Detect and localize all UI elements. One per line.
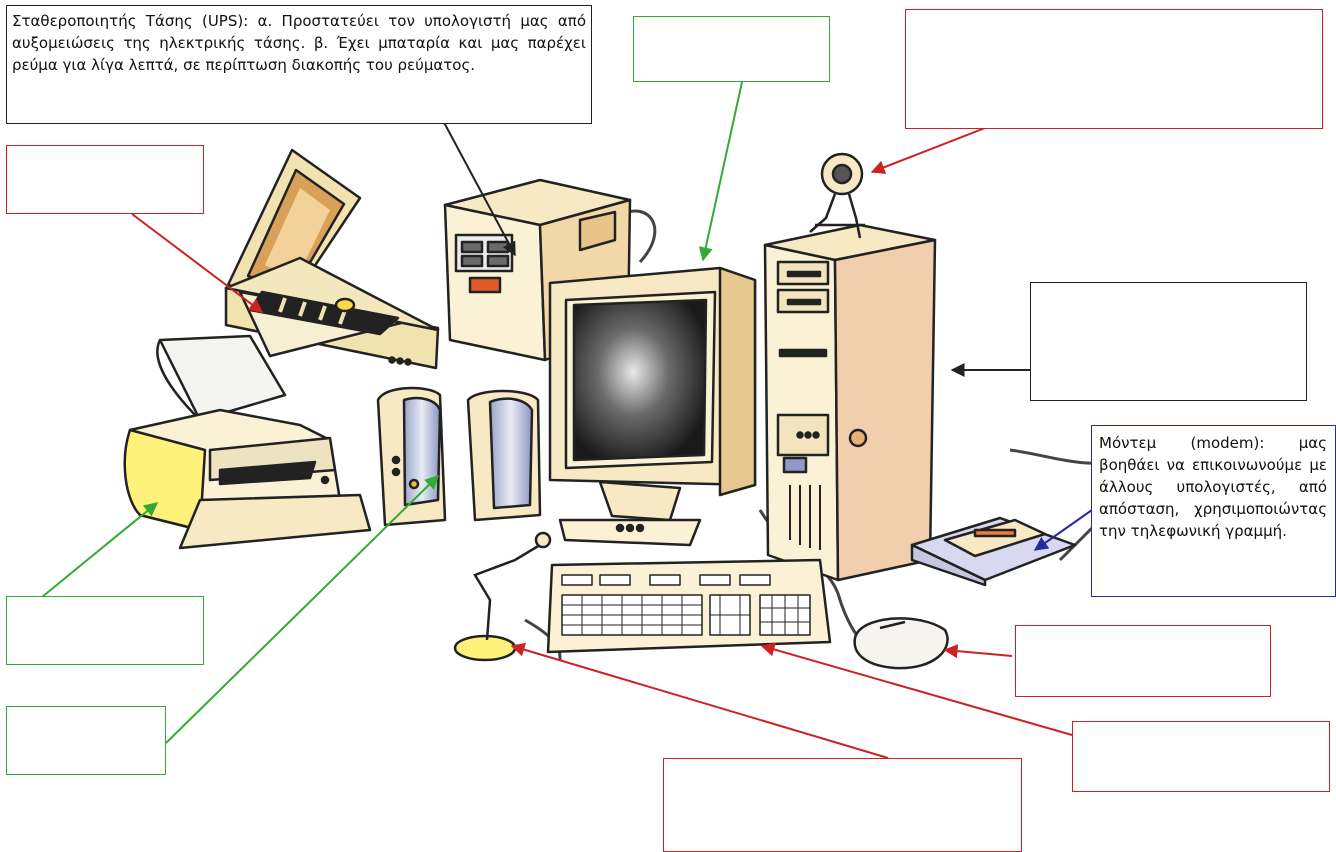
monitor bbox=[550, 268, 755, 545]
scanner bbox=[226, 150, 438, 368]
webcam bbox=[810, 154, 865, 238]
modem-description: Μόντεμ (modem): μας βοηθάει να επικοινων… bbox=[1099, 432, 1327, 542]
webcam-label-box bbox=[905, 9, 1323, 129]
pc-tower bbox=[765, 225, 935, 580]
keyboard bbox=[548, 560, 830, 652]
arrow-printer bbox=[42, 503, 157, 597]
arrow-webcam bbox=[872, 128, 985, 172]
printer-label-box bbox=[6, 596, 204, 665]
speakers bbox=[378, 388, 540, 525]
tower-label-box bbox=[1030, 282, 1307, 401]
microphone bbox=[455, 533, 550, 660]
mouse-label-box bbox=[1015, 625, 1271, 697]
keyboard-label-box bbox=[1072, 721, 1330, 792]
monitor-label-box bbox=[633, 16, 830, 82]
printer bbox=[125, 336, 370, 548]
modem-label-text: Μόντεμ (modem): μας βοηθάει να επικοινων… bbox=[1099, 432, 1327, 542]
arrow-monitor bbox=[703, 82, 742, 260]
mouse bbox=[855, 618, 948, 668]
ups-description: Σταθεροποιητής Τάσης (UPS): α. Προστατεύ… bbox=[12, 10, 586, 76]
scanner-label-box bbox=[6, 145, 204, 214]
microphone-label-box bbox=[663, 758, 1022, 852]
arrow-mouse bbox=[945, 650, 1012, 656]
arrow-microphone bbox=[512, 646, 888, 758]
speakers-label-box bbox=[6, 706, 166, 775]
ups-label-text: Σταθεροποιητής Τάσης (UPS): α. Προστατεύ… bbox=[12, 10, 586, 76]
modem bbox=[912, 518, 1075, 585]
